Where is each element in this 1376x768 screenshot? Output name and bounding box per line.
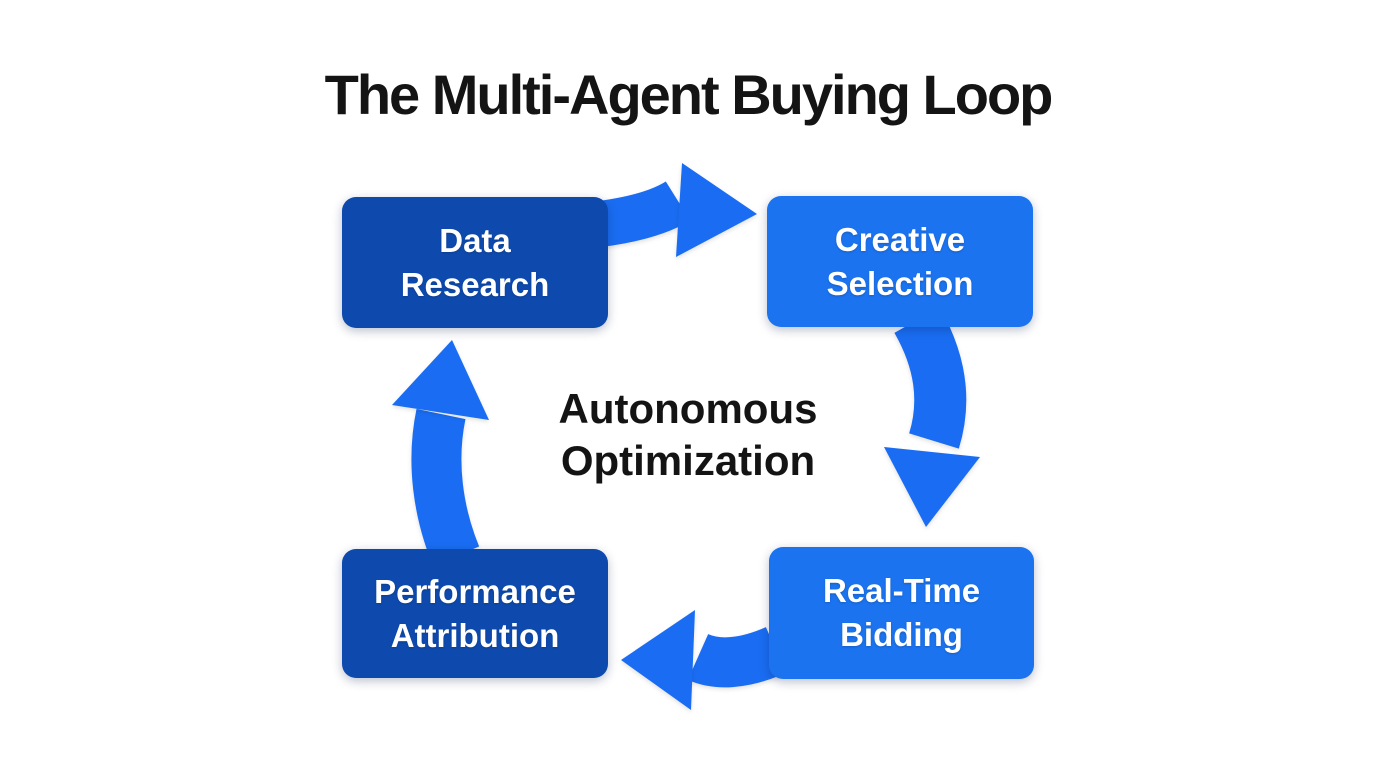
arrow-top-right-icon: [596, 163, 757, 257]
arrow-left-band: [411, 408, 480, 566]
node-label-line: Performance: [374, 572, 576, 610]
center-label-line1: Autonomous: [558, 385, 818, 432]
node-label-line: Bidding: [840, 616, 963, 653]
center-label: Autonomous Optimization: [0, 383, 1376, 486]
node-label-line: Selection: [826, 264, 974, 302]
node-label-line: Creative: [834, 220, 966, 258]
node-label-line: Data: [439, 221, 511, 259]
arrow-right-down-icon: [884, 307, 980, 527]
arrow-right-band: [894, 307, 967, 449]
node-data-research: Data Research: [342, 197, 608, 328]
node-creative-selection: Creative Selection: [767, 196, 1033, 327]
arrow-bottom-left-icon: [621, 610, 787, 710]
arrow-left-up-icon: [392, 340, 489, 566]
node-label-line: Real-Time: [822, 572, 981, 610]
arrow-bottom-band: [687, 626, 787, 688]
arrow-left-head: [392, 340, 489, 420]
arrow-right-head: [884, 447, 980, 527]
arrow-top-band: [596, 181, 691, 247]
node-label-line: Attribution: [390, 616, 560, 654]
node-label-line: Research: [400, 265, 550, 303]
node-performance-attribution: Performance Attribution: [342, 549, 608, 678]
page-title: The Multi-Agent Buying Loop: [324, 63, 1054, 126]
node-real-time-bidding: Real-Time Bidding: [769, 547, 1034, 679]
center-label-line2: Optimization: [560, 436, 816, 484]
arrow-top-head: [676, 163, 757, 257]
arrow-bottom-head: [621, 610, 695, 710]
